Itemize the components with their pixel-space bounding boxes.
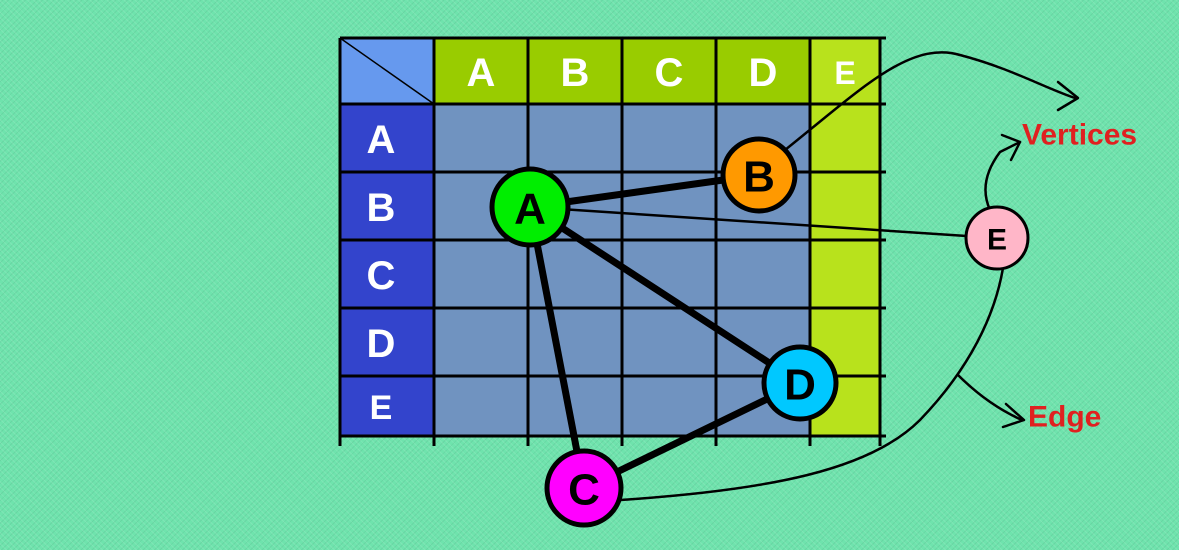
graph-nodes: A B C D E bbox=[489, 136, 1030, 528]
row-header-label: C bbox=[367, 254, 396, 298]
e-vertices-pointer-arrowhead bbox=[1000, 133, 1022, 162]
row-header-cell bbox=[340, 172, 434, 240]
matrix-cell bbox=[622, 104, 716, 172]
matrix-cell bbox=[622, 376, 716, 436]
row-header-cell bbox=[340, 240, 434, 308]
vertices-label: Vertices bbox=[1022, 119, 1137, 152]
row-header-cell bbox=[340, 104, 434, 172]
annotations: Vertices Edge bbox=[1022, 119, 1137, 434]
e-vertices-pointer-curve bbox=[984, 140, 1022, 212]
column-header-label: C bbox=[655, 51, 684, 95]
matrix-cell bbox=[434, 308, 528, 376]
node-d bbox=[761, 344, 839, 422]
column-header-cell bbox=[622, 38, 716, 104]
row-header-cell bbox=[340, 376, 434, 436]
row-header-label: B bbox=[367, 186, 396, 230]
matrix-cell bbox=[434, 376, 528, 436]
edge-a-d bbox=[526, 203, 804, 387]
edge-a-c bbox=[526, 203, 588, 492]
node-c-label: C bbox=[568, 466, 600, 515]
edge-pointer-branch bbox=[956, 373, 1024, 422]
edge-pointer-arrowhead bbox=[1001, 402, 1026, 429]
vertices-pointer-arrowhead bbox=[1056, 80, 1080, 112]
column-header-label: E bbox=[834, 55, 855, 91]
matrix-grid-lines bbox=[338, 36, 886, 446]
edge-a-e bbox=[528, 205, 999, 240]
matrix-cell bbox=[528, 104, 622, 172]
node-a-label: A bbox=[514, 185, 546, 234]
column-header-cell bbox=[528, 38, 622, 104]
matrix-cell bbox=[434, 240, 528, 308]
node-a bbox=[489, 166, 571, 248]
column-header-label: D bbox=[749, 51, 778, 95]
matrix-cell bbox=[810, 240, 880, 308]
edge-pointer-curve bbox=[618, 266, 1005, 502]
edge-label: Edge bbox=[1028, 401, 1101, 434]
row-header-label: E bbox=[370, 389, 393, 427]
node-e bbox=[964, 205, 1030, 271]
matrix-cell bbox=[716, 240, 810, 308]
edge-c-d bbox=[580, 379, 804, 492]
matrix-cell bbox=[810, 104, 880, 172]
node-e-label: E bbox=[987, 224, 1007, 257]
node-c bbox=[544, 448, 624, 528]
vertices-pointer-curve bbox=[783, 51, 1077, 152]
annotation-connectors bbox=[618, 51, 1080, 502]
matrix-cell bbox=[434, 104, 528, 172]
matrix-cell bbox=[528, 308, 622, 376]
corner-diagonal bbox=[339, 37, 435, 105]
row-header-cell bbox=[340, 308, 434, 376]
row-header-label: A bbox=[367, 118, 396, 162]
column-header-cell bbox=[810, 38, 880, 104]
node-b bbox=[720, 136, 798, 214]
row-header-label: D bbox=[367, 322, 396, 366]
column-header-label: A bbox=[467, 51, 496, 95]
column-header-cell bbox=[716, 38, 810, 104]
node-b-label: B bbox=[743, 153, 775, 202]
column-header-label: B bbox=[561, 51, 590, 95]
node-d-label: D bbox=[784, 361, 816, 410]
column-header-cell bbox=[434, 38, 528, 104]
